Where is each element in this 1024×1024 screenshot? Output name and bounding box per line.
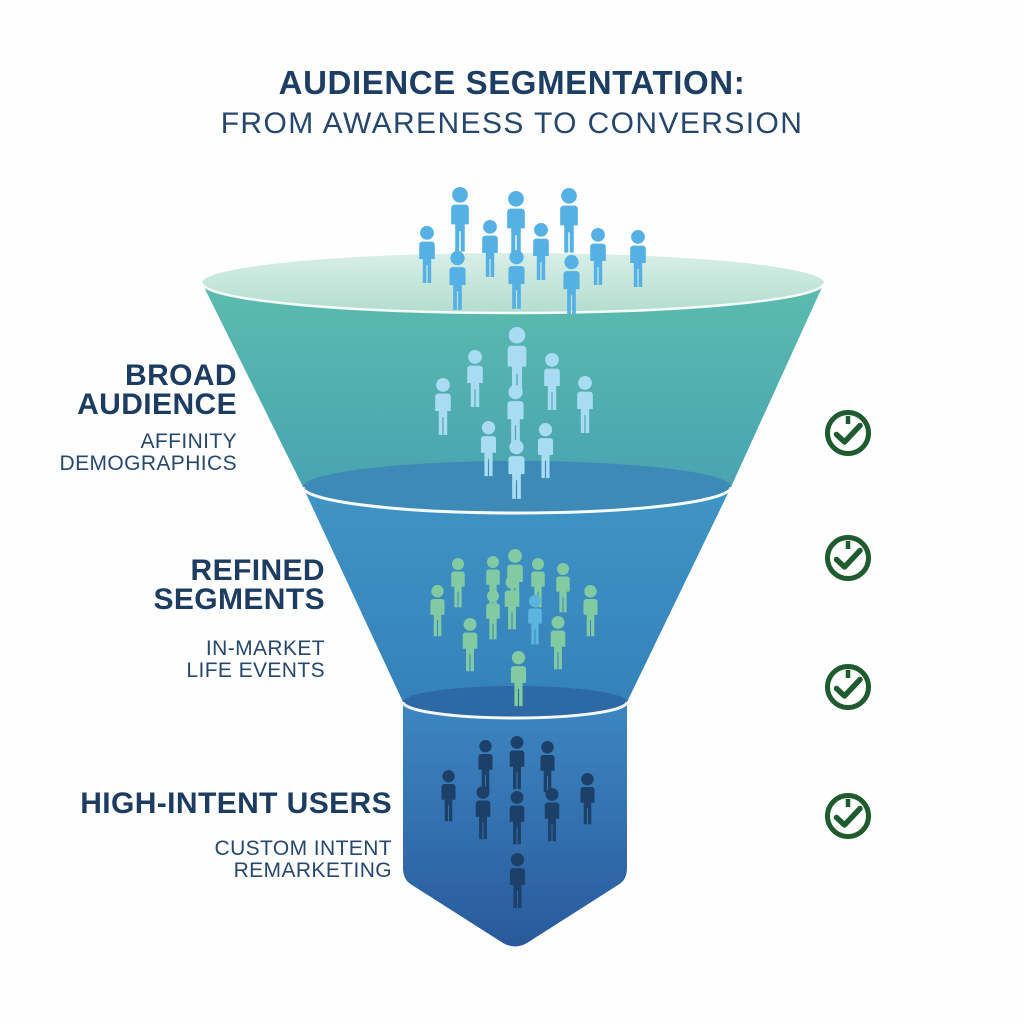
stage-title-line: BROAD bbox=[125, 359, 237, 392]
stage-label-high-intent: HIGH-INTENT USERS CUSTOM INTENT REMARKET… bbox=[80, 789, 392, 882]
person-icon bbox=[560, 188, 578, 253]
check-icon bbox=[825, 410, 871, 456]
funnel-divider-2 bbox=[401, 701, 629, 720]
stage-label-broad-audience: BROAD AUDIENCE AFFINITY DEMOGRAPHICS bbox=[60, 361, 238, 475]
check-icon bbox=[825, 535, 871, 581]
funnel-divider-1 bbox=[301, 486, 733, 515]
check-icon bbox=[825, 793, 871, 839]
stage-tactic: CUSTOM INTENT bbox=[214, 837, 392, 860]
title-line-2: FROM AWARENESS TO CONVERSION bbox=[220, 107, 804, 140]
stage-tactic: IN-MARKET bbox=[205, 637, 325, 660]
page-title: AUDIENCE SEGMENTATION: FROM AWARENESS TO… bbox=[0, 64, 1024, 141]
title-line-1: AUDIENCE SEGMENTATION: bbox=[278, 64, 746, 101]
stage-tactic: DEMOGRAPHICS bbox=[59, 452, 237, 475]
person-icon bbox=[507, 191, 525, 256]
person-icon bbox=[451, 187, 469, 252]
stage-tactic: AFFINITY bbox=[140, 430, 237, 453]
stage-title-line: SEGMENTS bbox=[153, 583, 325, 616]
check-icon bbox=[825, 664, 871, 710]
stage-tactic: REMARKETING bbox=[233, 859, 392, 882]
stage-tactic: LIFE EVENTS bbox=[186, 659, 325, 682]
stage-title-line: HIGH-INTENT USERS bbox=[80, 787, 392, 820]
stage-title-line: AUDIENCE bbox=[77, 388, 237, 421]
stage-title-line: REFINED bbox=[190, 554, 325, 587]
funnel-rim-highlight bbox=[200, 282, 826, 315]
stage-label-refined-segments: REFINED SEGMENTS IN-MARKET LIFE EVENTS bbox=[153, 556, 325, 682]
funnel-stage2-opening bbox=[303, 461, 731, 513]
